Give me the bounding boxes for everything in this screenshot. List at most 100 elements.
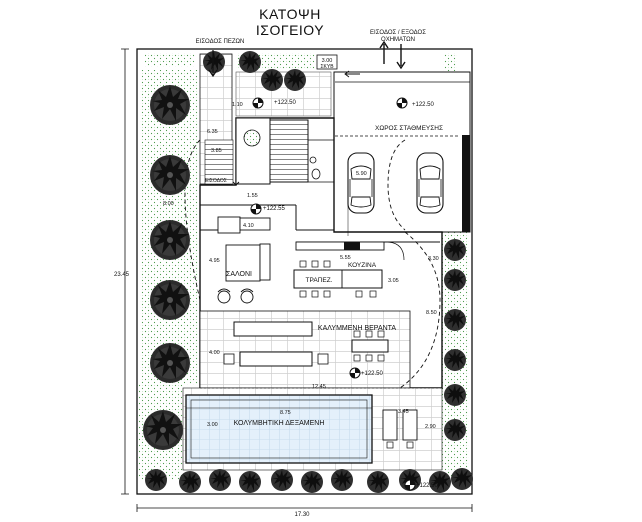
front-paving [235,71,332,117]
small-tree-icon [209,469,231,491]
dimension-label: 3.05 [388,278,399,284]
dimension-label: 2.90 [425,424,436,430]
small-tree-icon [444,309,466,331]
garden-corner [443,53,457,71]
small-tree-icon [284,69,306,91]
level-marker-icon [396,97,408,109]
vehicle-entry-arrow-icon [396,44,406,70]
left-curve [184,139,201,301]
stair-walls [308,139,334,183]
small-tree-icon [145,469,167,491]
small-tree-icon [239,471,261,493]
dimension-label: 3.45 [398,409,409,415]
dimension-label: 17.30 [294,512,310,518]
wc-room [235,117,271,185]
living-room-label: ΣΑΛΟΝΙ [226,271,252,278]
outdoor-table [239,351,313,367]
plan-title-line1: ΚΑΤΟΨΗ [259,6,321,22]
tank-label: 3.00 [322,58,333,64]
sofa [259,243,271,281]
level-label: +122.50 [274,100,297,106]
entrance-label: ΕΙΣΟΔΟΣ [205,178,227,184]
level-label: +122.50 [412,102,435,108]
dimension-label: 3.00 [207,422,218,428]
armchair-1 [217,290,231,304]
car-left [347,152,375,214]
sunbed-1 [382,409,398,441]
tree-icon [143,410,183,450]
vehicle-entrance-label: ΕΙΣΟΔΟΣ / ΕΞΟΔΟΣ [370,30,426,36]
small-tree-icon [429,471,451,493]
tank-label-2: ΣΚΥΒ [320,64,334,70]
gate-slide-arrow-icon [344,70,360,78]
dimension-label: 5.90 [356,171,367,177]
small-tree-icon [301,471,323,493]
parking-curve [387,139,406,231]
staircase [269,119,309,183]
tree-icon [150,155,190,195]
pool-label: ΚΟΛΥΜΒΗΤΙΚΗ ΔΕΞΑΜΕΝΗ [234,420,325,427]
vehicle-entrance-label-2: ΟΧΗΜΑΤΩΝ [381,37,415,43]
level-marker-icon [250,203,262,215]
level-label: +122.50 [361,371,384,377]
dimension-label: 1.55 [247,193,258,199]
plant-pot [243,129,261,147]
dim-line-height [121,48,129,495]
plan-title: ΚΑΤΟΨΗ ΙΣΟΓΕΙΟΥ [230,6,350,38]
dimension-label: 4.95 [209,258,220,264]
level-marker-icon [252,97,264,109]
tv-unit [239,217,271,231]
small-tree-icon [203,51,225,73]
dimension-label: 1.10 [232,102,243,108]
small-tree-icon [451,468,473,490]
veranda-curve [399,231,441,389]
small-tree-icon [239,51,261,73]
dining-table-out [351,339,389,353]
pedestrian-arrow-icon [208,50,218,78]
kitchen-hob [344,242,360,250]
sunbed-2 [402,409,418,441]
small-tree-icon [367,471,389,493]
vehicle-exit-arrow-icon [379,40,389,64]
small-tree-icon [444,269,466,291]
level-label: +122.50 [416,483,439,489]
small-tree-icon [444,384,466,406]
dim-line-width [136,504,473,512]
kitchen-counter [295,241,385,251]
tree-icon [150,85,190,125]
dimension-label: 6.35 [207,129,218,135]
pool-inner-edge [190,399,368,459]
dimension-label: 3.30 [428,256,439,262]
dimension-label: 8.50 [426,310,437,316]
dining-label: ΤΡΑΠΕΖ. [306,277,333,284]
dimension-label: 5.55 [340,255,351,261]
wc-toilet [311,168,321,180]
entrance-steps [204,139,234,185]
dimension-label: 4.10 [243,223,254,229]
parking-label: ΧΩΡΟΣ ΣΤΑΘΜΕΥΣΗΣ [375,125,443,132]
outdoor-sofa [233,321,313,337]
dimension-label: 12.45 [312,384,326,390]
dimension-label: 3.85 [211,148,222,154]
dimension-label: 8.75 [280,410,291,416]
armchair-2 [240,290,254,304]
car-right [416,152,444,214]
dimension-label: 23.45 [114,272,130,278]
small-tree-icon [444,419,466,441]
veranda-label: ΚΑΛΥΜΜΕΝΗ ΒΕΡΑΝΤΑ [318,325,397,332]
plan-title-line2: ΙΣΟΓΕΙΟΥ [255,22,325,38]
small-tree-icon [179,471,201,493]
wc-sink [309,156,317,164]
small-tree-icon [444,239,466,261]
small-tree-icon [444,349,466,371]
living-rug [225,244,261,282]
swimming-pool [185,394,373,464]
tree-icon [150,220,190,260]
dimension-label: 8.00 [163,201,174,207]
kitchen-label: ΚΟΥΖΙΝΑ [348,262,377,269]
small-tree-icon [271,469,293,491]
level-label: +122.55 [263,206,286,212]
garden-front-left [145,53,195,67]
parking-wall [462,135,470,232]
